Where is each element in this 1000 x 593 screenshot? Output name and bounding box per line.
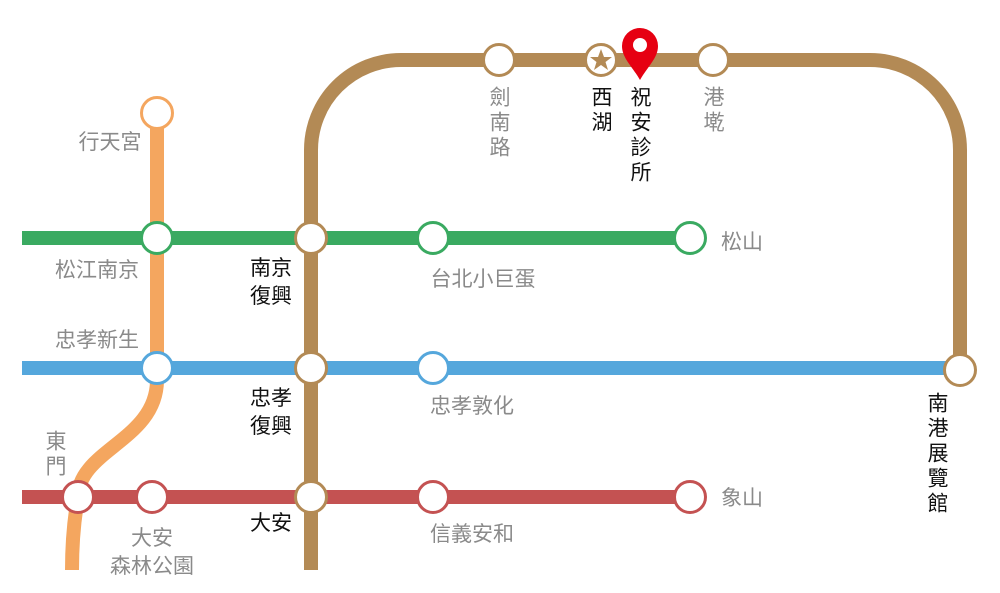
station-marker-songjiang-nanjing [140, 221, 174, 255]
station-marker-jiannan-road [482, 43, 516, 77]
station-label-daan: 大安 [250, 511, 292, 535]
station-marker-zhongxiao-dunhua [416, 351, 450, 385]
station-label-jiannan-road: 劍南路 [487, 86, 511, 161]
station-marker-dongmen [61, 480, 95, 514]
station-label-songjiang-nanjing: 松江南京 [55, 258, 139, 282]
station-label-daan-park: 大安 森林公園 [110, 526, 194, 578]
station-marker-daan [294, 480, 328, 514]
station-marker-xinyi-anhe [416, 480, 450, 514]
station-label-xinyi-anhe: 信義安和 [430, 522, 514, 546]
station-marker-nangang-exhibition [943, 353, 977, 387]
station-marker-zhongxiao-xinsheng [140, 351, 174, 385]
station-marker-songshan [673, 221, 707, 255]
station-label-xihu: 西湖 [589, 86, 613, 136]
station-label-zhongxiao-fuxing: 忠孝 復興 [250, 386, 292, 438]
station-label-songshan: 松山 [721, 230, 763, 254]
station-marker-xingtiangong [140, 96, 174, 130]
station-label-gangqian: 港墘 [701, 86, 725, 136]
star-icon [590, 49, 612, 70]
station-marker-daan-park [135, 480, 169, 514]
station-marker-zhongxiao-fuxing [294, 351, 328, 385]
orange-line [65, 113, 164, 571]
station-label-dongmen: 東門 [43, 430, 67, 480]
clinic-label: 祝安診所 [628, 86, 652, 186]
station-label-xingtiangong: 行天宮 [78, 130, 142, 154]
station-marker-nanjing-fuxing [294, 221, 328, 255]
station-label-zhongxiao-dunhua: 忠孝敦化 [430, 394, 514, 418]
station-marker-taipei-arena [416, 221, 450, 255]
station-label-taipei-arena: 台北小巨蛋 [430, 267, 536, 291]
map-pin-icon [622, 28, 658, 80]
station-marker-gangqian [696, 43, 730, 77]
station-label-xiangshan: 象山 [721, 486, 763, 510]
station-marker-xiangshan [673, 480, 707, 514]
station-label-zhongxiao-xinsheng: 忠孝新生 [55, 328, 139, 352]
station-label-nanjing-fuxing: 南京 復興 [250, 256, 292, 308]
station-label-nangang-exhibition: 南港展覽館 [925, 392, 949, 517]
